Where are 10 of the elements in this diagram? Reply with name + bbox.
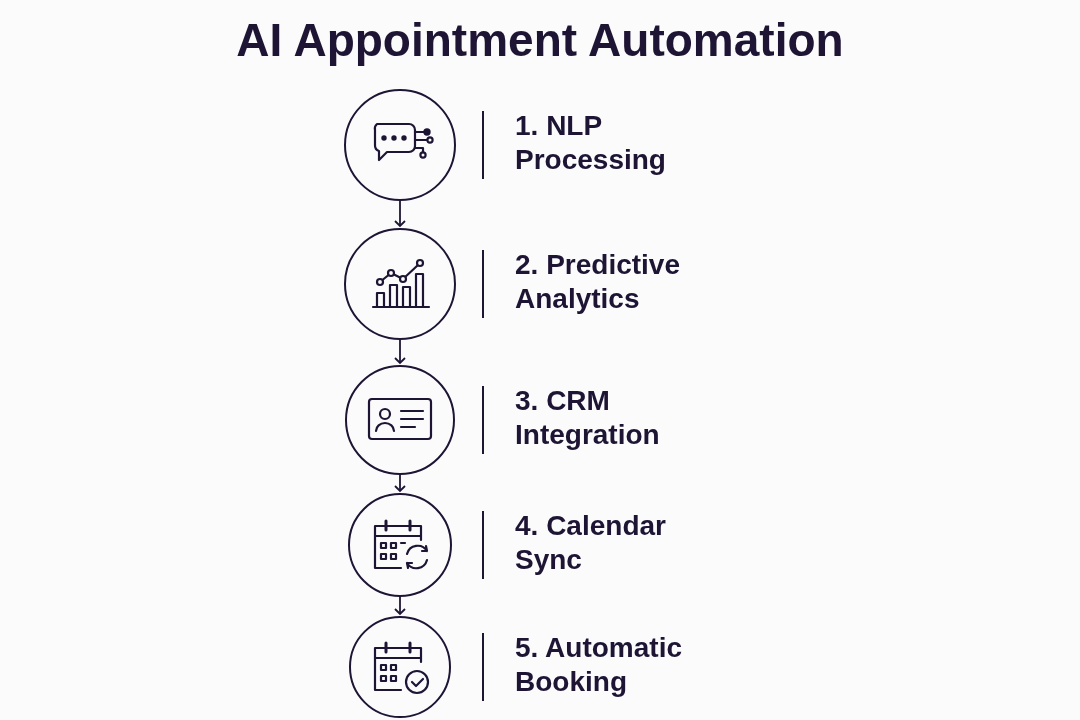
diagram-title: AI Appointment Automation: [236, 13, 844, 68]
arrow: [394, 474, 406, 492]
arrow: [394, 200, 406, 227]
step-label: 1. NLP Processing: [515, 109, 667, 177]
arrow: [394, 596, 406, 615]
arrow: [394, 339, 406, 364]
step-label: 4. Calendar Sync: [515, 509, 667, 577]
step-label: 2. Predictive Analytics: [515, 248, 681, 316]
step-label: 3. CRM Integration: [515, 384, 661, 452]
step-label: 5. Automatic Booking: [515, 631, 683, 699]
